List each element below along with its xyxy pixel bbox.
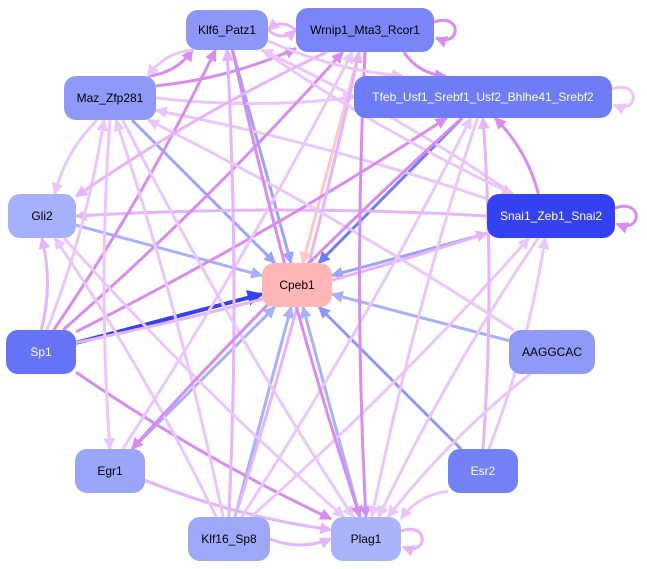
- edge-gli2-to-cpeb1: [75, 223, 264, 279]
- edge-klf16-sp8-to-tfeb-usf1-srebf1-usf2-bhlhe41-srebf2: [240, 116, 473, 518]
- node-label: Gli2: [31, 209, 53, 223]
- node-label: Snai1_Zeb1_Snai2: [499, 209, 603, 223]
- edge-snai1-zeb1-snai2-to-tfeb-usf1-srebf1-usf2-bhlhe41-srebf2: [493, 116, 540, 195]
- node-label: Egr1: [97, 464, 123, 478]
- node-label: Cpeb1: [279, 278, 315, 292]
- edge-klf6-patz1-to-wrnip1-mta3-rcor1: [267, 28, 297, 42]
- edge-maz-zfp281-to-plag1: [121, 119, 355, 519]
- edge-tfeb-usf1-srebf1-usf2-bhlhe41-srebf2-to-cpeb1: [317, 116, 464, 265]
- edge-wrnip1-mta3-rcor1-to-wrnip1-mta3-rcor1: [433, 18, 457, 48]
- edge-gli2-to-plag1: [62, 237, 345, 519]
- node-egr1[interactable]: Egr1: [75, 449, 145, 493]
- edge-klf6-patz1-to-maz-zfp281: [146, 48, 193, 77]
- node-gli2[interactable]: Gli2: [8, 194, 76, 238]
- edge-esr2-to-plag1: [399, 489, 449, 520]
- edge-klf6-patz1-to-snai1-zeb1-snai2: [260, 48, 514, 196]
- edge-wrnip1-mta3-rcor1-to-cpeb1: [299, 51, 361, 265]
- node-label: Esr2: [470, 464, 496, 478]
- edge-sp1-to-gli2: [38, 236, 51, 331]
- edge-sp1-to-plag1: [75, 370, 333, 521]
- edge-sp1-to-maz-zfp281: [45, 118, 109, 331]
- node-plag1[interactable]: Plag1: [331, 517, 401, 561]
- edge-egr1-to-wrnip1-mta3-rcor1: [121, 50, 354, 450]
- edge-esr2-to-tfeb-usf1-srebf1-usf2-bhlhe41-srebf2: [477, 116, 491, 450]
- node-label: Wrnip1_Mta3_Rcor1: [310, 23, 420, 37]
- node-label: AAGGCAC: [521, 345, 582, 359]
- edge-wrnip1-mta3-rcor1-to-tfeb-usf1-srebf1-usf2-bhlhe41-srebf2: [402, 51, 448, 82]
- edge-wrnip1-mta3-rcor1-to-gli2: [75, 50, 328, 198]
- edge-plag1-to-cpeb1: [300, 305, 362, 518]
- node-snai1-zeb1-snai2[interactable]: Snai1_Zeb1_Snai2: [487, 194, 615, 238]
- node-maz-zfp281[interactable]: Maz_Zfp281: [64, 76, 156, 120]
- node-label: Tfeb_Usf1_Srebf1_Usf2_Bhlhe41_Srebf2: [372, 90, 594, 104]
- edge-klf16-sp8-to-klf6-patz1: [221, 48, 236, 518]
- node-tfeb-usf1-srebf1-usf2-bhlhe41-srebf2[interactable]: Tfeb_Usf1_Srebf1_Usf2_Bhlhe41_Srebf2: [354, 76, 612, 118]
- edge-klf6-patz1-to-cpeb1: [231, 49, 294, 265]
- edge-esr2-to-cpeb1: [317, 305, 463, 451]
- node-cpeb1[interactable]: Cpeb1: [262, 263, 332, 307]
- node-aaggcac[interactable]: AAGGCAC: [509, 330, 595, 374]
- edge-aaggcac-to-cpeb1: [330, 291, 510, 343]
- edge-wrnip1-mta3-rcor1-to-plag1: [358, 51, 372, 519]
- edge-snai1-zeb1-snai2-to-snai1-zeb1-snai2: [614, 204, 638, 234]
- edge-klf6-patz1-to-tfeb-usf1-srebf1-usf2-bhlhe41-srebf2: [267, 39, 404, 82]
- node-wrnip1-mta3-rcor1[interactable]: Wrnip1_Mta3_Rcor1: [296, 8, 434, 52]
- node-klf16-sp8[interactable]: Klf16_Sp8: [188, 517, 270, 561]
- node-sp1[interactable]: Sp1: [6, 330, 76, 374]
- node-klf6-patz1[interactable]: Klf6_Patz1: [186, 10, 268, 50]
- edge-snai1-zeb1-snai2-to-plag1: [377, 237, 540, 519]
- edge-sp1-to-wrnip1-mta3-rcor1: [62, 51, 344, 332]
- edge-maz-zfp281-to-gli2: [51, 118, 99, 196]
- node-label: Klf16_Sp8: [201, 532, 257, 546]
- edge-klf16-sp8-to-snai1-zeb1-snai2: [249, 237, 531, 519]
- edge-maz-zfp281-to-egr1: [102, 119, 116, 451]
- edge-maz-zfp281-to-klf6-patz1: [147, 49, 194, 78]
- edge-snai1-zeb1-snai2-to-gli2: [74, 208, 488, 222]
- edge-aaggcac-to-maz-zfp281: [147, 118, 515, 332]
- edge-klf16-sp8-to-plag1: [269, 537, 333, 549]
- edge-wrnip1-mta3-rcor1-to-klf6-patz1: [267, 18, 297, 32]
- node-esr2[interactable]: Esr2: [448, 449, 518, 493]
- node-label: Klf6_Patz1: [197, 23, 257, 37]
- edge-tfeb-usf1-srebf1-usf2-bhlhe41-srebf2-to-tfeb-usf1-srebf1-usf2-bhlhe41-srebf2: [611, 85, 635, 115]
- edge-klf16-sp8-to-gli2: [53, 237, 218, 518]
- edge-tfeb-usf1-srebf1-usf2-bhlhe41-srebf2-to-plag1: [368, 117, 479, 519]
- edge-plag1-to-plag1: [400, 527, 424, 557]
- node-label: Plag1: [350, 532, 382, 546]
- edge-klf16-sp8-to-maz-zfp281: [113, 118, 225, 518]
- edge-aaggcac-to-plag1: [386, 372, 532, 518]
- edge-klf16-sp8-to-cpeb1: [233, 305, 295, 518]
- edge-maz-zfp281-to-tfeb-usf1-srebf1-usf2-bhlhe41-srebf2: [155, 92, 356, 106]
- node-label: Maz_Zfp281: [76, 91, 144, 105]
- node-label: Sp1: [30, 345, 52, 359]
